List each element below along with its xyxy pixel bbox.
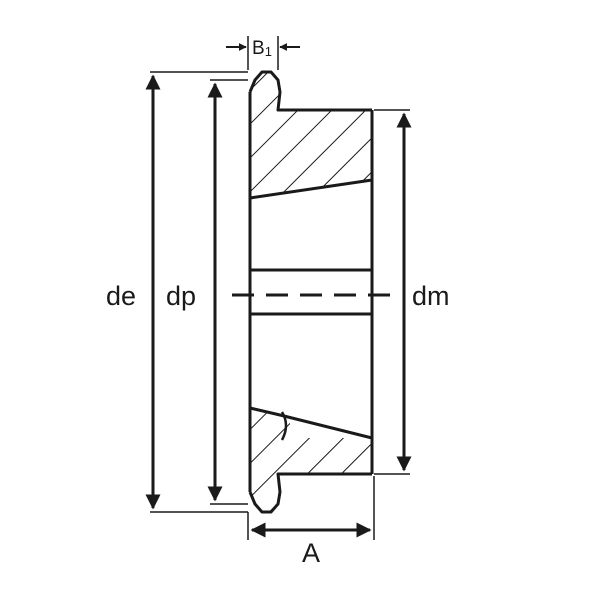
b1-label-main: B [252, 38, 265, 59]
lower-section [248, 406, 373, 514]
dp-label: dp [166, 281, 196, 311]
upper-section [248, 70, 373, 200]
dm-label: dm [412, 281, 450, 311]
upper-taper-edge [249, 178, 373, 200]
lower-outline [248, 472, 372, 514]
upper-hatched-region [250, 72, 372, 198]
b1-label-sub: 1 [265, 44, 272, 59]
a-label: A [302, 538, 320, 568]
de-label: de [106, 281, 136, 311]
lower-groove [280, 411, 288, 441]
extension-lines [150, 36, 410, 540]
upper-outline [248, 70, 372, 112]
lower-taper-edge [249, 406, 373, 440]
b1-label: B1 [252, 38, 272, 59]
lower-hatched-region [250, 408, 372, 512]
